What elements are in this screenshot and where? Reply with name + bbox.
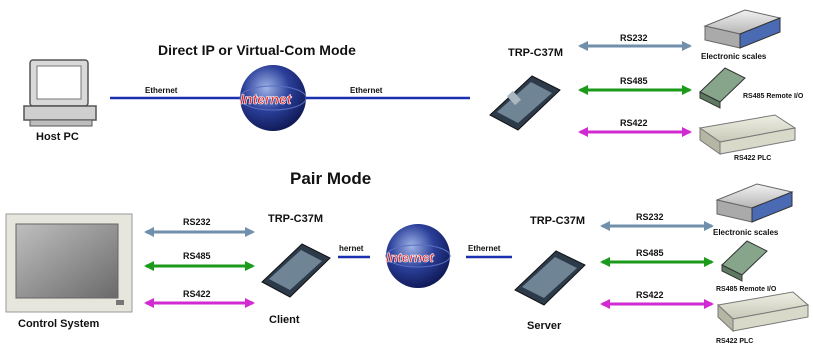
electronic-scales-bottom-icon: [715, 183, 794, 223]
plc-label-top: RS422 PLC: [734, 155, 771, 162]
remote-io-label-bottom: RS485 Remote I/O: [716, 286, 777, 293]
remote-io-label-top: RS485 Remote I/O: [743, 93, 804, 100]
ethernet-label-left: Ethernet: [145, 86, 178, 95]
control-system-label: Control System: [18, 318, 100, 330]
rs232-label-server: RS232: [636, 212, 664, 222]
top-title: Direct IP or Virtual-Com Mode: [158, 42, 356, 58]
client-label: Client: [269, 314, 300, 326]
host-pc-label: Host PC: [36, 131, 79, 143]
device-label-top: TRP-C37M: [508, 47, 563, 59]
scales-label-top: Electronic scales: [701, 52, 767, 61]
rs232-label-top: RS232: [620, 33, 648, 43]
rs422-label-server: RS422: [636, 290, 664, 300]
plc-label-bottom: RS422 PLC: [716, 338, 753, 345]
server-label: Server: [527, 320, 562, 332]
plc-bottom-icon: [716, 291, 810, 333]
rs485-label-server: RS485: [636, 248, 664, 258]
rs422-label-client: RS422: [183, 289, 211, 299]
rs485-label-client: RS485: [183, 251, 211, 261]
internet-text: Internet: [240, 91, 293, 107]
trp-c37m-client-device-icon: [261, 243, 331, 298]
ethernet-label-server: Ethernet: [468, 244, 501, 253]
trp-c37m-server-device-icon: [514, 250, 586, 306]
server-device-label: TRP-C37M: [530, 215, 585, 227]
bottom-title: Pair Mode: [290, 169, 371, 188]
rs232-label-client: RS232: [183, 217, 211, 227]
trp-c37m-device-icon: [489, 75, 561, 131]
plc-icon: [698, 114, 797, 155]
host-pc-icon: [23, 59, 97, 127]
rs485-label-top: RS485: [620, 76, 648, 86]
ethernet-label-client: hernet: [339, 244, 364, 253]
internet-globe-bottom-icon: [385, 224, 451, 288]
ethernet-label-right: Ethernet: [350, 86, 383, 95]
electronic-scales-icon: [703, 9, 782, 49]
remote-io-bottom-icon: [721, 240, 768, 282]
client-device-label: TRP-C37M: [268, 213, 323, 225]
control-system-panel-icon: [5, 213, 133, 313]
scales-label-bottom: Electronic scales: [713, 228, 779, 237]
remote-io-icon: [699, 67, 746, 109]
internet-text-bottom: Internet: [386, 250, 434, 265]
rs422-label-top: RS422: [620, 118, 648, 128]
